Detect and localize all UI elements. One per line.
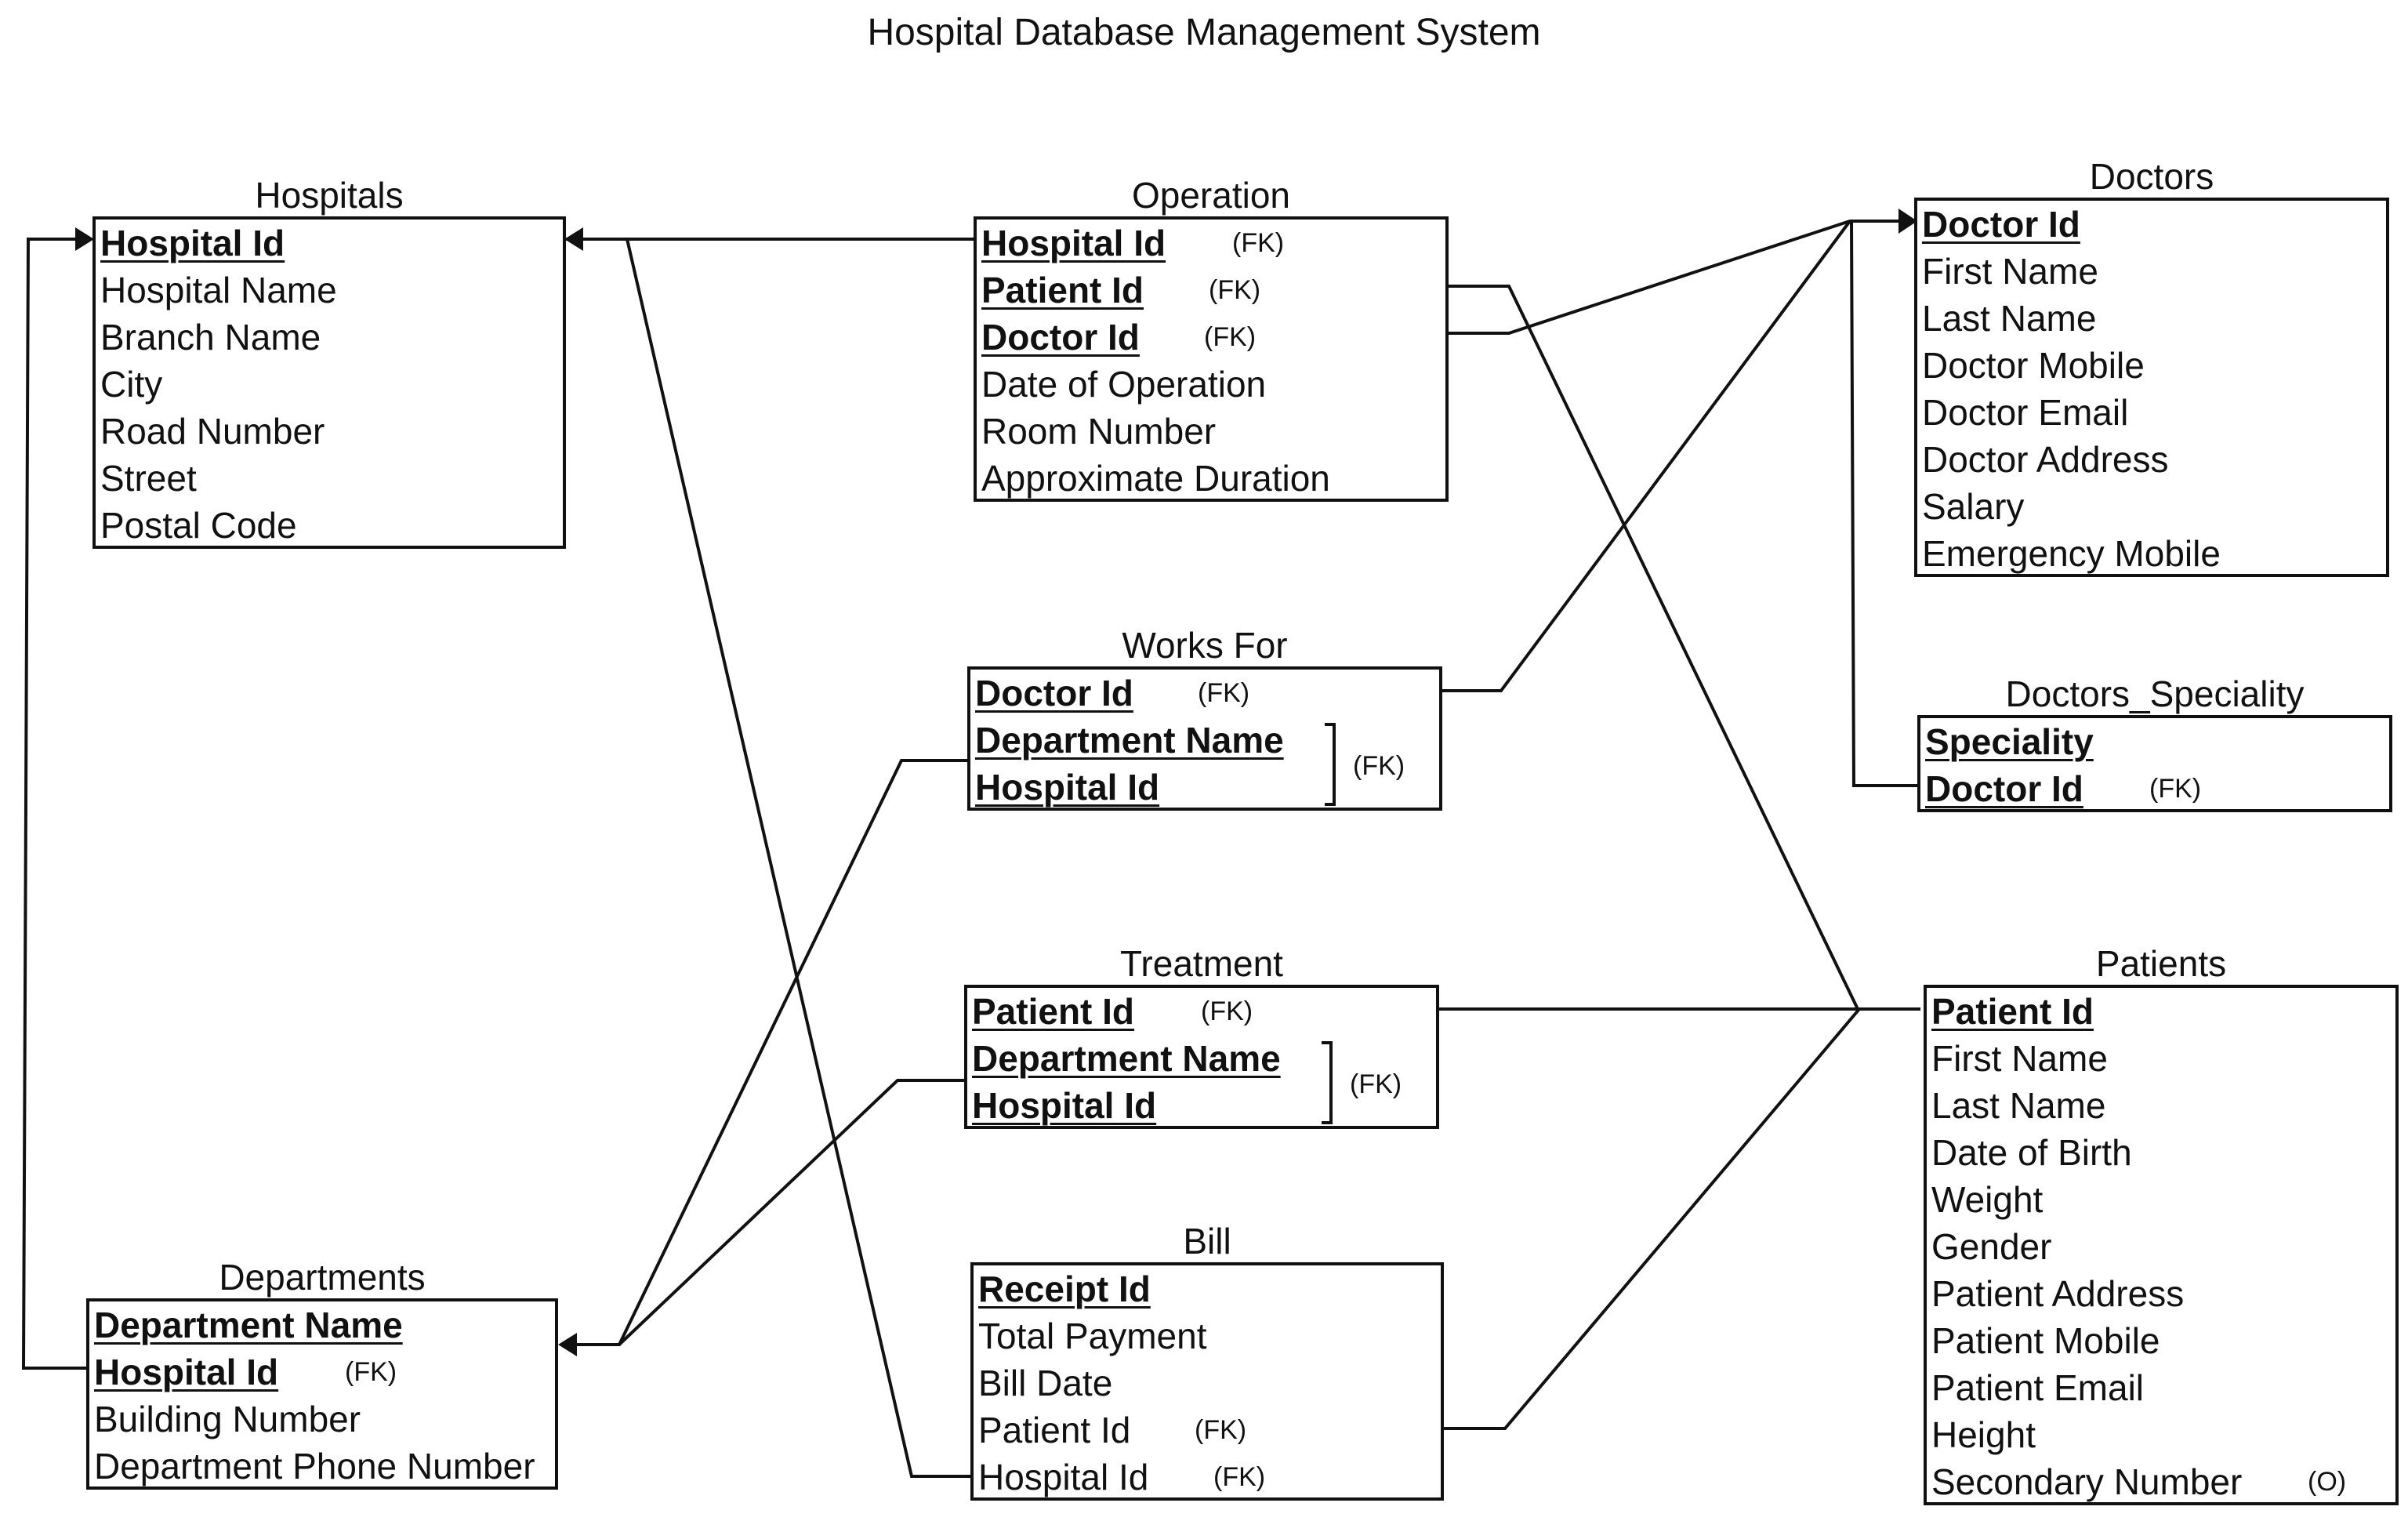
link-operation-patients bbox=[1449, 285, 1920, 1011]
entity-title-departments: Departments bbox=[219, 1257, 426, 1298]
attr-department-name: Department Name bbox=[975, 720, 1284, 760]
attr-hospital-id: Hospital Id bbox=[972, 1085, 1157, 1126]
entity-title-doctors-speciality: Doctors_Speciality bbox=[2005, 673, 2305, 714]
attr-hospital-id: Hospital Id bbox=[100, 223, 285, 263]
attr-doctor-id: Doctor Id bbox=[1925, 768, 2083, 809]
fk-tag: (FK) bbox=[1353, 751, 1405, 781]
optional-tag: (O) bbox=[2308, 1467, 2347, 1497]
entity-works-for: Doctor Id (FK) Department Name Hospital … bbox=[967, 666, 1442, 811]
attr-hospital-id: Hospital Id bbox=[978, 1457, 1149, 1497]
attr-receipt-id: Receipt Id bbox=[978, 1269, 1151, 1309]
attr-patient-id: Patient Id bbox=[972, 991, 1135, 1032]
attr-bill-date: Bill Date bbox=[978, 1363, 1113, 1403]
attr-patient-id: Patient Id bbox=[1931, 991, 2094, 1032]
attr-room-number: Room Number bbox=[981, 411, 1217, 452]
entity-doctors-speciality: Speciality Doctor Id (FK) bbox=[1917, 715, 2392, 812]
fk-tag: (FK) bbox=[1198, 678, 1250, 708]
attr-weight: Weight bbox=[1931, 1179, 2044, 1220]
fk-group-bracket bbox=[1322, 1041, 1333, 1124]
attr-building-number: Building Number bbox=[94, 1399, 361, 1439]
arrowhead-doctors bbox=[1898, 209, 1917, 234]
attr-last-name: Last Name bbox=[1931, 1085, 2106, 1126]
link-bill-hospitals bbox=[626, 238, 970, 1478]
entity-operation: Hospital Id (FK) Patient Id (FK) Doctor … bbox=[974, 216, 1449, 502]
attr-doctor-mobile: Doctor Mobile bbox=[1922, 345, 2145, 386]
entity-patients: Patient Id First Name Last Name Date of … bbox=[1924, 985, 2399, 1505]
attr-first-name: First Name bbox=[1922, 251, 2098, 292]
attr-doctor-id: Doctor Id bbox=[1922, 204, 2080, 245]
attr-total-payment: Total Payment bbox=[978, 1316, 1207, 1356]
entity-title-treatment: Treatment bbox=[1120, 943, 1283, 984]
attr-doctor-address: Doctor Address bbox=[1922, 439, 2169, 480]
page-title: Hospital Database Management System bbox=[867, 12, 1541, 53]
fk-tag: (FK) bbox=[1213, 1462, 1266, 1492]
arrowhead-hospitals-left bbox=[75, 227, 94, 251]
entity-title-doctors: Doctors bbox=[2089, 156, 2214, 197]
entity-doctors: Doctor Id First Name Last Name Doctor Mo… bbox=[1914, 198, 2389, 577]
attr-date-of-birth: Date of Birth bbox=[1931, 1132, 2132, 1173]
entity-departments: Department Name Hospital Id (FK) Buildin… bbox=[86, 1298, 558, 1490]
attr-emergency-mobile: Emergency Mobile bbox=[1922, 533, 2221, 574]
attr-doctor-email: Doctor Email bbox=[1922, 392, 2129, 433]
link-speciality-doctors bbox=[1850, 220, 1920, 787]
attr-branch-name: Branch Name bbox=[100, 317, 321, 358]
attr-date-of-operation: Date of Operation bbox=[981, 364, 1267, 405]
attr-patient-mobile: Patient Mobile bbox=[1931, 1320, 2160, 1361]
attr-patient-id: Patient Id bbox=[978, 1410, 1131, 1450]
link-worksfor-departments bbox=[561, 759, 967, 1346]
entity-title-bill: Bill bbox=[1183, 1221, 1231, 1261]
entity-bill: Receipt Id Total Payment Bill Date Patie… bbox=[970, 1262, 1444, 1501]
attr-salary: Salary bbox=[1922, 486, 2025, 527]
attr-department-phone-number: Department Phone Number bbox=[94, 1446, 535, 1487]
attr-height: Height bbox=[1931, 1414, 2036, 1455]
attr-street: Street bbox=[100, 458, 197, 499]
attr-last-name: Last Name bbox=[1922, 298, 2097, 339]
entity-title-operation: Operation bbox=[1131, 175, 1290, 216]
entity-hospitals: Hospital Id Hospital Name Branch Name Ci… bbox=[92, 216, 566, 549]
fk-group-bracket bbox=[1325, 723, 1336, 806]
link-bill-patients bbox=[1444, 1007, 1861, 1430]
attr-first-name: First Name bbox=[1931, 1038, 2108, 1079]
fk-tag: (FK) bbox=[2149, 774, 2202, 804]
attr-speciality: Speciality bbox=[1925, 721, 2094, 762]
link-treatment-departments bbox=[618, 1079, 964, 1346]
entity-title-hospitals: Hospitals bbox=[255, 175, 404, 216]
link-departments-hospitals bbox=[21, 238, 86, 1370]
arrowhead-departments bbox=[558, 1333, 577, 1356]
attr-city: City bbox=[100, 364, 163, 405]
fk-tag: (FK) bbox=[1232, 228, 1285, 258]
link-operation-doctors bbox=[1449, 220, 1905, 335]
arrowhead-hospitals-right bbox=[564, 227, 583, 251]
fk-tag: (FK) bbox=[1201, 996, 1253, 1026]
entity-title-works-for: Works For bbox=[1122, 625, 1288, 666]
fk-tag: (FK) bbox=[1209, 275, 1261, 305]
attr-hospital-id: Hospital Id bbox=[975, 767, 1160, 808]
attr-patient-id: Patient Id bbox=[981, 270, 1144, 310]
attr-department-name: Department Name bbox=[972, 1038, 1281, 1079]
entity-treatment: Patient Id (FK) Department Name Hospital… bbox=[964, 985, 1439, 1129]
attr-department-name: Department Name bbox=[94, 1305, 403, 1345]
attr-road-number: Road Number bbox=[100, 411, 325, 452]
attr-hospital-name: Hospital Name bbox=[100, 270, 337, 310]
entity-title-patients: Patients bbox=[2095, 943, 2227, 984]
attr-hospital-id: Hospital Id bbox=[94, 1352, 279, 1392]
attr-hospital-id: Hospital Id bbox=[981, 223, 1166, 263]
fk-tag: (FK) bbox=[1195, 1415, 1247, 1445]
attr-doctor-id: Doctor Id bbox=[975, 673, 1133, 713]
attr-secondary-number: Secondary Number bbox=[1931, 1461, 2243, 1502]
fk-tag: (FK) bbox=[345, 1357, 397, 1387]
attr-gender: Gender bbox=[1931, 1226, 2052, 1267]
attr-postal-code: Postal Code bbox=[100, 505, 297, 546]
attr-patient-email: Patient Email bbox=[1931, 1367, 2145, 1408]
fk-tag: (FK) bbox=[1204, 322, 1257, 352]
fk-tag: (FK) bbox=[1350, 1069, 1402, 1099]
attr-doctor-id: Doctor Id bbox=[981, 317, 1140, 358]
attr-patient-address: Patient Address bbox=[1931, 1273, 2185, 1314]
attr-approximate-duration: Approximate Duration bbox=[981, 458, 1330, 499]
link-worksfor-doctors bbox=[1442, 220, 1851, 692]
